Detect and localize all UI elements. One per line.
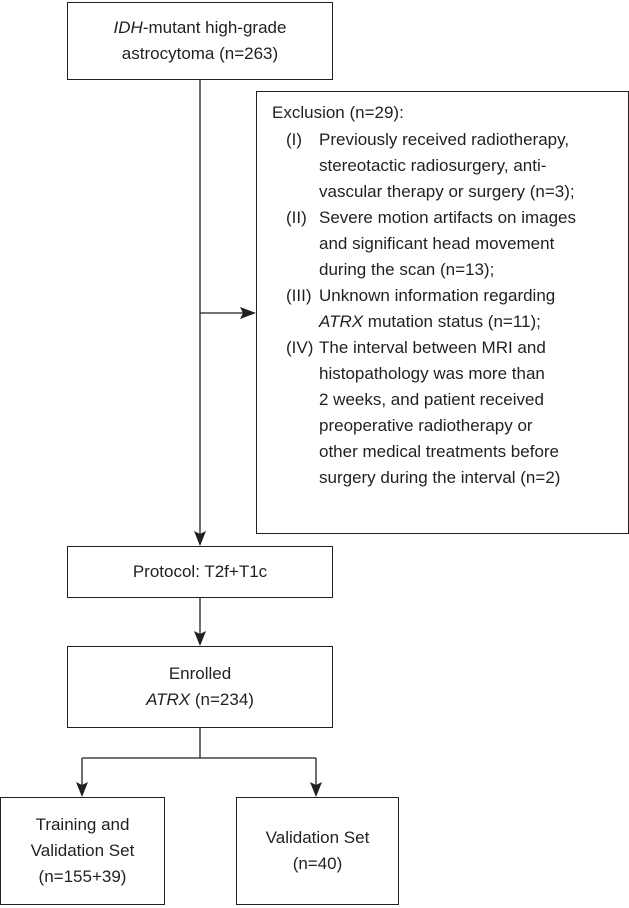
training-line-3: (n=155+39): [38, 867, 127, 886]
exclusion-item-2-number: (II): [286, 208, 307, 227]
exclusion-item-3-number: (III): [286, 286, 312, 305]
exclusion-item-4-line-6: surgery during the interval (n=2): [319, 468, 561, 487]
start-line-2: astrocytoma (n=263): [121, 44, 279, 63]
exclusion-item-1-line-1: Previously received radiotherapy,: [319, 130, 570, 149]
exclusion-item-3-line-2-rest: mutation status (n=11);: [363, 312, 541, 331]
start-line-1-rest: -mutant high-grade: [142, 18, 287, 37]
training-box: Training and Validation Set (n=155+39): [0, 797, 165, 905]
start-line-1: IDH-mutant high-grade: [114, 15, 287, 41]
exclusion-item-1-line-3: vascular therapy or surgery (n=3);: [319, 182, 575, 201]
exclusion-item-4-number: (IV): [286, 338, 314, 357]
protocol-box: Protocol: T2f+T1c: [67, 546, 333, 598]
exclusion-item-4-line-3: 2 weeks, and patient received: [319, 390, 544, 409]
exclusion-title: Exclusion (n=29):: [272, 103, 404, 122]
exclusion-item-4-line-5: other medical treatments before: [319, 442, 560, 461]
idh-italic: IDH: [113, 18, 143, 37]
atrx-italic-enrolled: ATRX: [146, 690, 191, 709]
exclusion-item-2-line-3: during the scan (n=13);: [319, 260, 495, 279]
validation-line-2: (n=40): [292, 854, 343, 873]
exclusion-item-4-line-1: The interval between MRI and: [319, 338, 546, 357]
arrowhead-protocol: [194, 531, 206, 546]
enrolled-box: Enrolled ATRX (n=234): [67, 646, 333, 728]
arrowhead-validation: [310, 782, 322, 797]
exclusion-item-1-number: (I): [286, 130, 303, 149]
exclusion-item-3-line-2: ATRX mutation status (n=11);: [319, 309, 618, 335]
start-box: IDH-mutant high-grade astrocytoma (n=263…: [67, 2, 333, 80]
arrowhead-enrolled: [194, 631, 206, 646]
enrolled-line-2-rest: (n=234): [190, 690, 254, 709]
exclusion-item-1: (I) Previously received radiotherapy, st…: [286, 127, 618, 205]
arrowhead-training: [76, 782, 88, 797]
enrolled-line-1: Enrolled: [168, 664, 232, 683]
training-line-1: Training and: [35, 815, 130, 834]
arrowhead-exclusion: [240, 307, 256, 319]
training-line-2: Validation Set: [30, 841, 135, 860]
exclusion-item-4-line-2: histopathology was more than: [319, 364, 545, 383]
enrolled-line-2: ATRX (n=234): [146, 687, 254, 713]
exclusion-item-2-line-2: and significant head movement: [319, 234, 555, 253]
exclusion-item-2: (II) Severe motion artifacts on images a…: [286, 205, 618, 283]
exclusion-item-2-line-1: Severe motion artifacts on images: [319, 208, 577, 227]
exclusion-item-3: (III) Unknown information regarding ATRX…: [286, 283, 618, 335]
exclusion-item-4: (IV) The interval between MRI and histop…: [286, 335, 618, 491]
exclusion-box: Exclusion (n=29): (I) Previously receive…: [256, 91, 629, 534]
protocol-label: Protocol: T2f+T1c: [132, 562, 268, 581]
validation-box: Validation Set (n=40): [236, 797, 399, 905]
exclusion-item-3-line-1: Unknown information regarding: [319, 286, 556, 305]
atrx-italic: ATRX: [319, 312, 364, 331]
exclusion-item-4-line-4: preoperative radiotherapy or: [319, 416, 533, 435]
exclusion-item-1-line-2: stereotactic radiosurgery, anti-: [319, 156, 547, 175]
validation-line-1: Validation Set: [265, 828, 370, 847]
